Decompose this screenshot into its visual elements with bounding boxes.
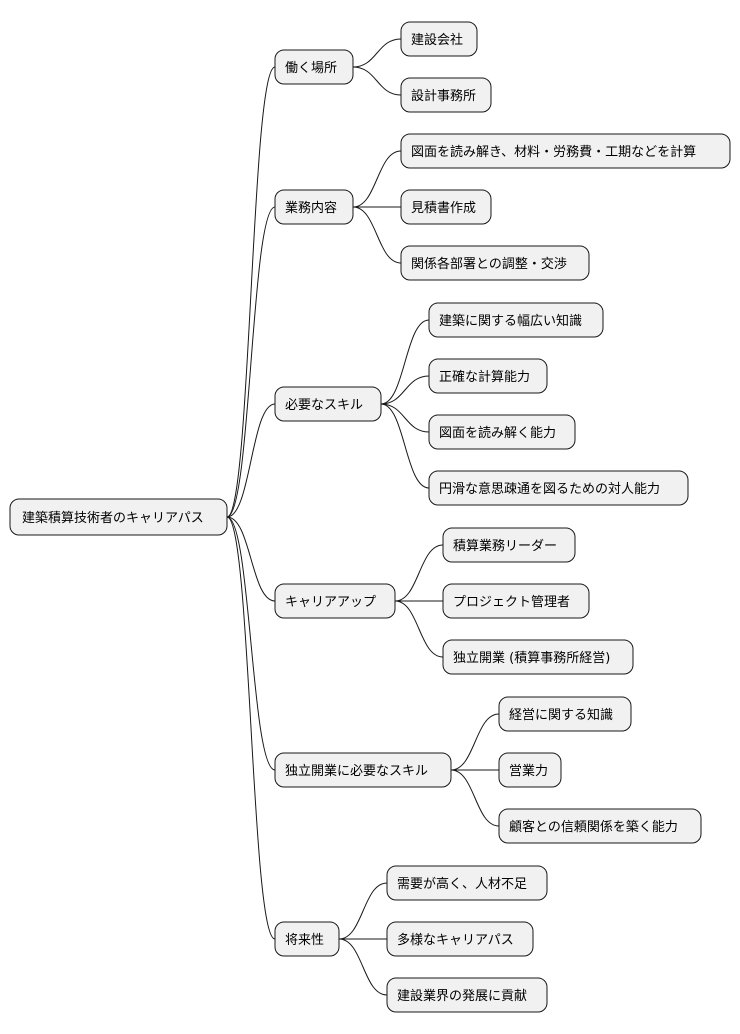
leaf-label: 設計事務所 <box>411 88 476 104</box>
leaf-label: 見積書作成 <box>411 201 476 216</box>
leaf-label: 需要が高く、人材不足 <box>397 876 527 892</box>
leaf-node: 関係各部署との調整・交渉 <box>400 245 590 281</box>
leaf-node: 積算業務リーダー <box>442 527 576 563</box>
leaf-label: 正確な計算能力 <box>439 369 530 385</box>
branch-node-required-skills: 必要なスキル <box>274 386 382 422</box>
branch-node-future: 将来性 <box>274 921 340 957</box>
leaf-label: 円滑な意思疎通を図るための対人能力 <box>439 481 660 497</box>
branch-label: 働く場所 <box>285 61 337 76</box>
leaf-label: 経営に関する知識 <box>509 707 613 723</box>
branch-label: 独立開業に必要なスキル <box>285 763 428 779</box>
leaf-node: 図面を読み解く能力 <box>428 414 576 450</box>
leaf-node: 独立開業 (積算事務所経営) <box>442 639 634 675</box>
branch-label: 将来性 <box>285 933 324 948</box>
connector-line <box>352 66 402 96</box>
leaf-label: 顧客との信頼関係を築く能力 <box>509 819 678 835</box>
leaf-node: 営業力 <box>498 752 562 788</box>
branch-node-duties: 業務内容 <box>274 189 354 225</box>
leaf-node: 建設業界の発展に貢献 <box>386 977 548 1013</box>
connector-line <box>352 38 402 68</box>
connector-line <box>352 150 402 208</box>
leaf-node: 円滑な意思疎通を図るための対人能力 <box>428 470 689 506</box>
leaf-label: 積算業務リーダー <box>453 538 557 554</box>
leaf-label: 関係各部署との調整・交渉 <box>411 256 567 272</box>
leaf-node: 需要が高く、人材不足 <box>386 865 548 901</box>
leaf-label: 営業力 <box>509 763 548 779</box>
connector-line <box>380 403 430 489</box>
connector-line <box>338 938 388 996</box>
leaf-node: 建設会社 <box>400 21 478 57</box>
leaf-label: 独立開業 (積算事務所経営) <box>453 650 610 666</box>
connector-line <box>380 319 430 405</box>
branch-node-career-up: キャリアアップ <box>274 583 396 619</box>
connector-line <box>394 600 444 658</box>
leaf-node: 建築に関する幅広い知識 <box>428 302 604 338</box>
connector-line <box>226 403 276 518</box>
root-node: 建築積算技術者のキャリアパス <box>9 498 228 536</box>
connector-line <box>450 769 500 827</box>
leaf-node: 顧客との信頼関係を築く能力 <box>498 808 702 844</box>
branch-node-work-place: 働く場所 <box>274 49 354 85</box>
connector-line <box>450 713 500 771</box>
connector-line <box>226 516 276 940</box>
branch-label: 業務内容 <box>285 200 337 216</box>
leaf-label: 建設業界の発展に貢献 <box>397 988 527 1004</box>
connector-line <box>226 516 276 771</box>
mindmap-nodes: 建築積算技術者のキャリアパス 働く場所 建設会社 設計事務所 業務内容 図面を読… <box>9 21 731 1013</box>
connector-line <box>226 206 276 518</box>
leaf-label: 多様なキャリアパス <box>397 932 514 948</box>
leaf-node: プロジェクト管理者 <box>442 583 590 619</box>
mindmap-edges <box>226 38 500 996</box>
connector-line <box>380 403 430 433</box>
leaf-node: 経営に関する知識 <box>498 696 632 732</box>
leaf-node: 正確な計算能力 <box>428 358 548 394</box>
branch-label: キャリアアップ <box>285 595 376 610</box>
root-label: 建築積算技術者のキャリアパス <box>22 511 204 526</box>
leaf-node: 図面を読み解き、材料・労務費・工期などを計算 <box>400 133 731 169</box>
leaf-label: プロジェクト管理者 <box>453 595 570 610</box>
leaf-label: 建築に関する幅広い知識 <box>439 313 582 329</box>
connector-line <box>352 206 402 264</box>
connector-line <box>380 375 430 405</box>
leaf-node: 見積書作成 <box>400 189 492 225</box>
connector-line <box>338 882 388 940</box>
connector-line <box>226 66 276 518</box>
leaf-label: 図面を読み解き、材料・労務費・工期などを計算 <box>411 144 696 160</box>
leaf-node: 設計事務所 <box>400 77 492 113</box>
connector-line <box>226 516 276 602</box>
leaf-label: 図面を読み解く能力 <box>439 425 556 441</box>
branch-node-independence-skills: 独立開業に必要なスキル <box>274 752 452 788</box>
leaf-node: 多様なキャリアパス <box>386 921 534 957</box>
leaf-label: 建設会社 <box>411 32 463 48</box>
branch-label: 必要なスキル <box>285 398 363 413</box>
connector-line <box>394 544 444 602</box>
